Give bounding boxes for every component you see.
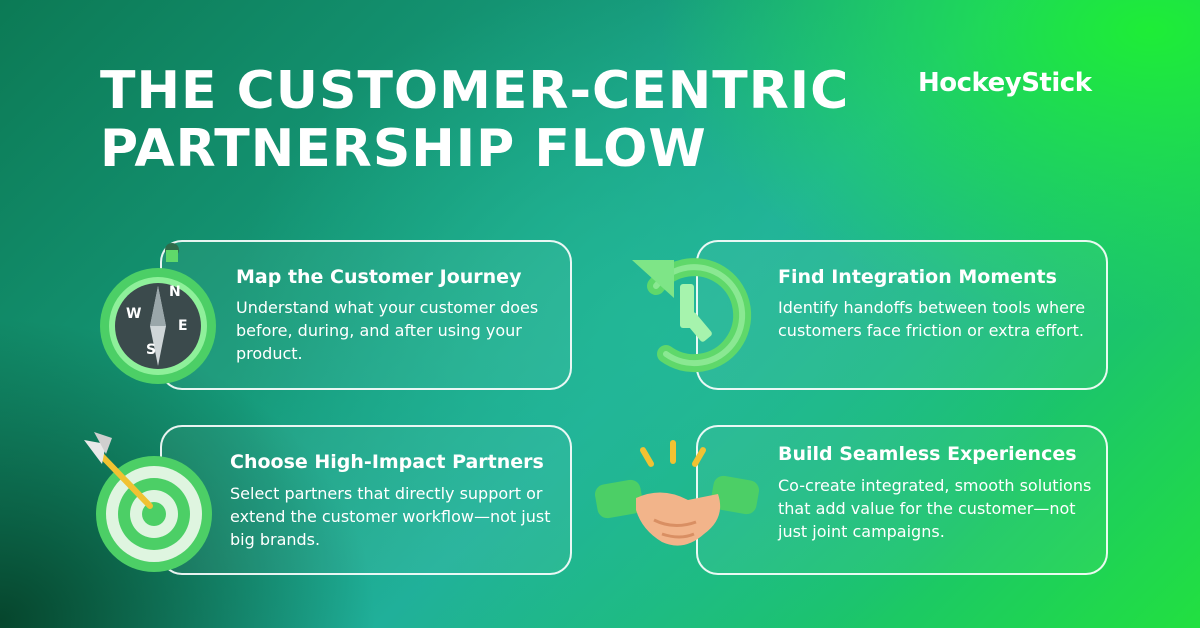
brand-logo: HockeyStick (918, 68, 1092, 98)
step-card-integration-moments (696, 240, 1108, 390)
title-line-2: PARTNERSHIP FLOW (100, 119, 707, 179)
compass-e: E (178, 318, 188, 334)
step-title: Build Seamless Experiences (778, 443, 1077, 465)
compass-w: W (126, 306, 141, 322)
clock-history-icon (632, 258, 752, 373)
step-card-map-journey (160, 240, 572, 390)
step-card-seamless-experiences (696, 425, 1108, 575)
title-line-1: THE CUSTOMER-CENTRIC (100, 61, 850, 121)
compass-n: N (169, 284, 181, 300)
step-description: Identify handoffs between tools where cu… (778, 298, 1086, 340)
step-description: Co-create integrated, smooth solutions t… (778, 476, 1092, 541)
handshake-icon (594, 440, 760, 546)
step-title: Choose High-Impact Partners (230, 451, 544, 473)
step-title: Find Integration Moments (778, 266, 1057, 288)
step-description: Select partners that directly support or… (230, 484, 551, 549)
compass-s: S (146, 342, 156, 358)
page-title: THE CUSTOMER-CENTRIC PARTNERSHIP FLOW (100, 62, 849, 178)
step-description: Understand what your customer does befor… (236, 298, 539, 363)
step-title: Map the Customer Journey (236, 266, 522, 288)
target-arrow-icon (84, 432, 212, 572)
compass-icon: N W E S (100, 243, 216, 384)
